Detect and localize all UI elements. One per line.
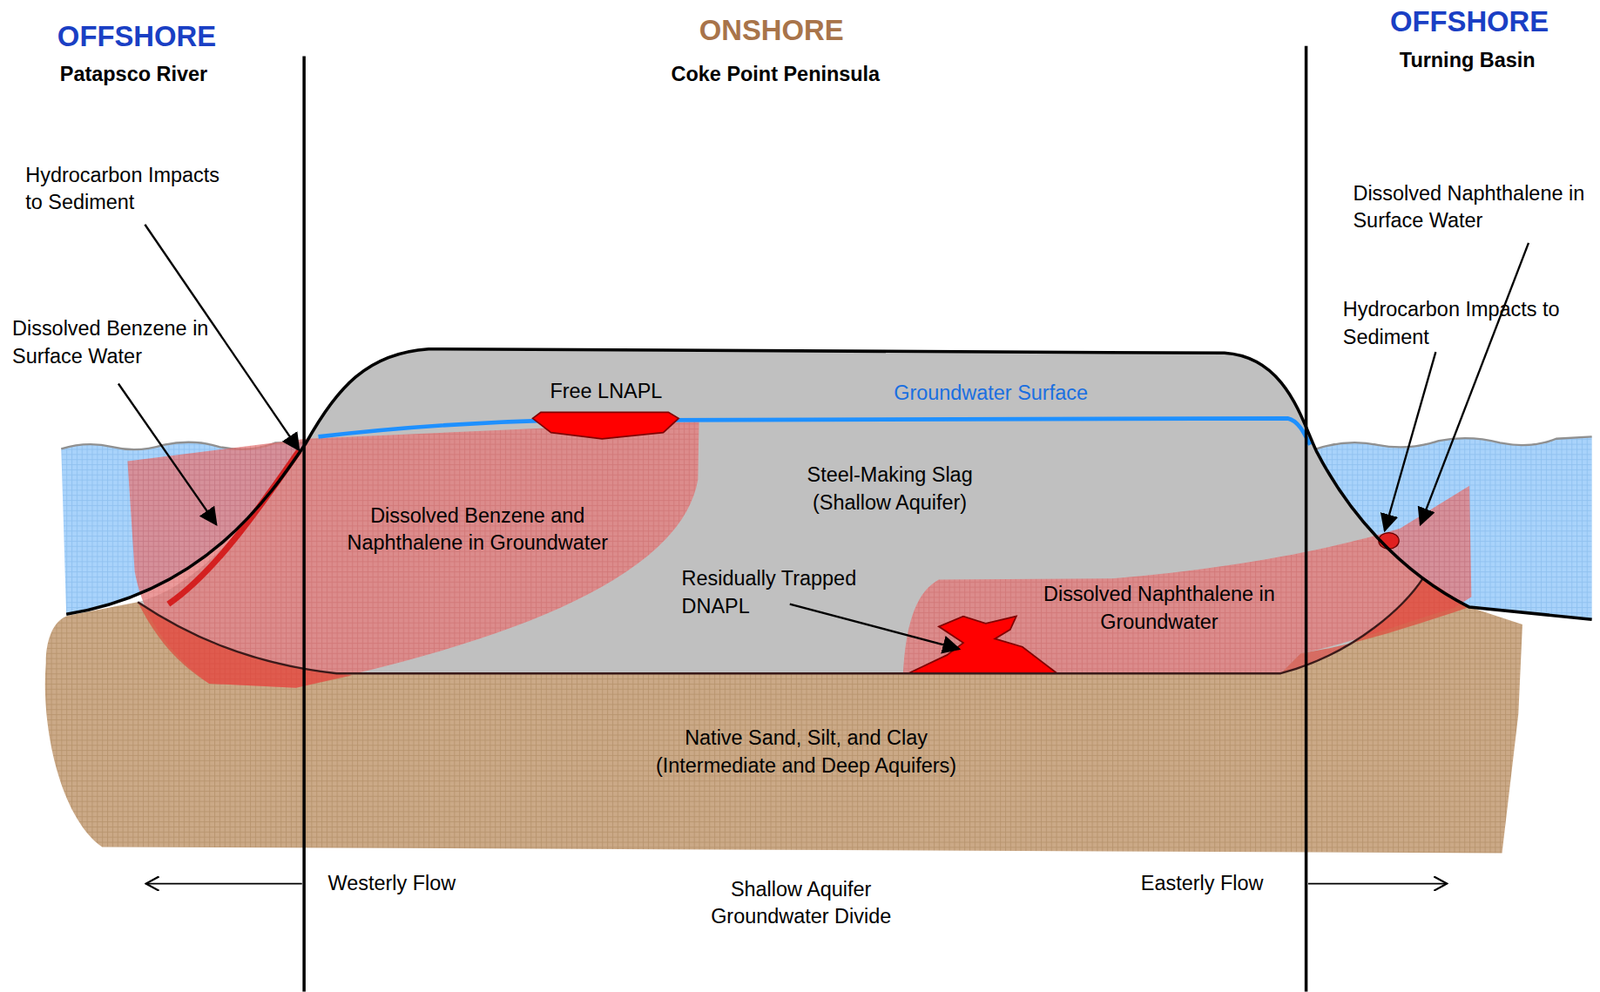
callout-label: Hydrocarbon Impacts to Sediment <box>25 161 242 217</box>
region-heading: ONSHORE <box>699 12 844 49</box>
dnapl <box>908 616 1058 675</box>
leader-arrow <box>789 604 959 650</box>
layer-label: Native Sand, Silt, and Clay (Intermediat… <box>622 724 991 780</box>
leader-arrow <box>1384 351 1437 531</box>
layer-label: Steel-Making Slag (Shallow Aquifer) <box>783 461 998 517</box>
shoreline-divider-east <box>1304 46 1309 992</box>
plume-label: Dissolved Naphthalene in Groundwater <box>1042 580 1276 636</box>
place-name: Patapsco River <box>60 60 208 88</box>
benzene-plume-deep <box>137 601 352 688</box>
benzene-plume <box>127 421 699 689</box>
free-lnapl <box>533 411 680 439</box>
callout-label: Hydrocarbon Impacts to Sediment <box>1343 296 1570 352</box>
region-heading: OFFSHORE <box>1390 4 1549 41</box>
flow-label: Westerly Flow <box>328 869 457 898</box>
leader-arrow <box>1420 243 1529 525</box>
slag-base-line <box>137 577 1424 674</box>
place-name: Coke Point Peninsula <box>671 60 881 88</box>
flow-arrow <box>146 883 303 885</box>
sediment-impact-west <box>168 451 299 605</box>
place-name: Turning Basin <box>1399 47 1536 75</box>
divide-label: Shallow Aquifer Groundwater Divide <box>699 875 904 931</box>
naphthalene-plume <box>903 486 1472 675</box>
leader-arrow <box>118 384 217 526</box>
region-heading: OFFSHORE <box>57 18 217 55</box>
flow-label: Easterly Flow <box>1140 869 1264 898</box>
flow-arrow <box>1308 883 1447 885</box>
callout-label: Dissolved Benzene in Surface Water <box>12 315 213 371</box>
shoreline-divider-west <box>302 55 306 992</box>
callout-label: Residually Trapped DNAPL <box>681 565 886 621</box>
feature-label: Groundwater Surface <box>893 379 1088 408</box>
feature-label: Free LNAPL <box>549 377 662 406</box>
groundwater-surface-line <box>318 418 1311 445</box>
callout-label: Dissolved Naphthalene in Surface Water <box>1352 179 1594 235</box>
plume-label: Dissolved Benzene and Naphthalene in Gro… <box>324 501 631 557</box>
